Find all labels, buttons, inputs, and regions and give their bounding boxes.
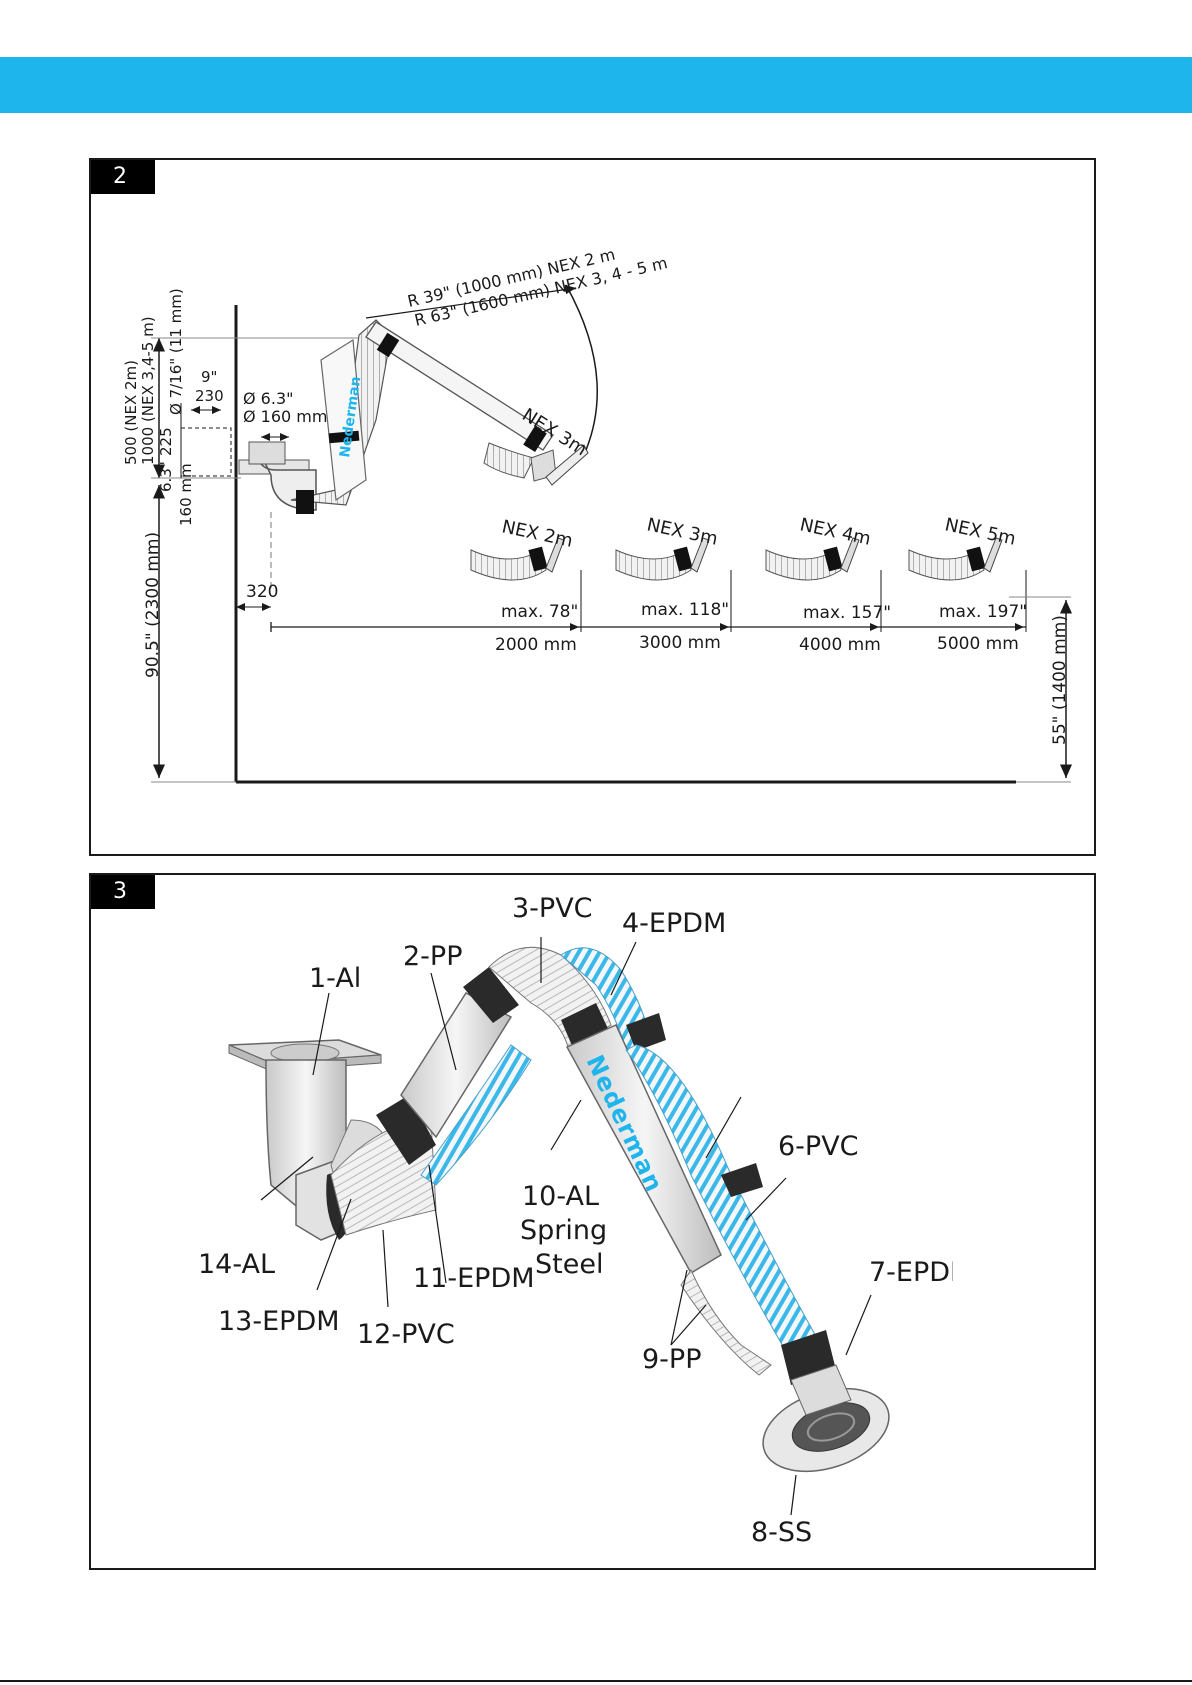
height-label-nex3: 1000 (NEX 3,4-5 m): [139, 316, 157, 465]
part-label-6: 6-PVC: [778, 1131, 859, 1162]
figure-2-panel: 2 90.5" (2300 mm) 500 (NEX 2m) 1000 (NEX…: [89, 158, 1096, 856]
part-label-9: 9-PP: [642, 1344, 701, 1375]
model-arm-nex3: NEX 3m: [615, 514, 720, 581]
part-label-12: 12-PVC: [357, 1319, 455, 1350]
extraction-arm-drawing: Nederman: [238, 319, 589, 514]
model-name-nex5: NEX 5m: [943, 514, 1018, 549]
model-arm-nex2: NEX 2m: [470, 516, 575, 581]
height-label-nex2: 500 (NEX 2m): [122, 360, 140, 465]
hood-height-label: 55" (1400 mm): [1050, 615, 1070, 745]
footer-rule: [0, 1680, 1192, 1682]
figure-number: 2: [91, 160, 155, 194]
diameter-mm-label: Ø 160 mm: [243, 407, 327, 426]
model-arm-nex5: NEX 5m: [908, 514, 1018, 581]
figure-3-panel: 3: [89, 873, 1096, 1570]
width-mm-label: 230: [195, 387, 224, 405]
parts-exploded-view: Nederman: [198, 893, 973, 1548]
reach-max-nex5: max. 197": [939, 602, 1027, 622]
reach-mm-nex4: 4000 mm: [799, 635, 881, 655]
reach-max-nex4: max. 157": [803, 603, 891, 623]
bolt-diameter-label: Ø 7/16" (11 mm): [167, 288, 185, 415]
part-label-13: 13-EPDM: [218, 1306, 340, 1337]
part-label-10-steel: Steel: [535, 1249, 603, 1280]
part-label-7: 7-EPDM: [869, 1257, 973, 1288]
part-label-4: 4-EPDM: [622, 908, 726, 939]
reach-mm-nex3: 3000 mm: [639, 633, 721, 653]
offset-mm-label: 225: [157, 427, 175, 456]
leader-lines: [260, 937, 872, 1516]
part-label-14: 14-AL: [198, 1249, 275, 1280]
part-label-1: 1-Al: [309, 963, 361, 994]
part-label-8: 8-SS: [751, 1517, 812, 1548]
model-arm-nex4: NEX 4m: [765, 514, 873, 581]
model-name-nex3: NEX 3m: [645, 514, 720, 549]
part-label-10-spring: Spring: [520, 1215, 607, 1246]
part-label-11: 11-EPDM: [413, 1263, 535, 1294]
part-label-10: 10-AL: [522, 1181, 599, 1212]
part-label-3: 3-PVC: [512, 893, 593, 924]
offset2-mm-label: 160 mm: [177, 463, 195, 526]
reach-max-nex3: max. 118": [641, 600, 729, 620]
reach-max-nex2: max. 78": [501, 602, 578, 622]
diameter-in-label: Ø 6.3": [243, 389, 293, 408]
mount-height-label: 90.5" (2300 mm): [143, 532, 163, 678]
wall-offset-label: 320: [246, 582, 278, 602]
arm-illustration: Nederman: [228, 946, 890, 1473]
model-name-nex2: NEX 2m: [500, 516, 575, 551]
figure-number: 3: [91, 875, 155, 909]
reach-mm-nex2: 2000 mm: [495, 635, 577, 655]
model-name-nex4: NEX 4m: [798, 514, 873, 549]
reach-mm-nex5: 5000 mm: [937, 634, 1019, 654]
offset-in-label: 6.3": [157, 461, 175, 492]
dimension-drawing: 90.5" (2300 mm) 500 (NEX 2m) 1000 (NEX 3…: [122, 245, 1072, 784]
header-color-bar: [0, 57, 1192, 113]
part-label-2: 2-PP: [403, 941, 462, 972]
width-in-label: 9": [201, 368, 217, 386]
